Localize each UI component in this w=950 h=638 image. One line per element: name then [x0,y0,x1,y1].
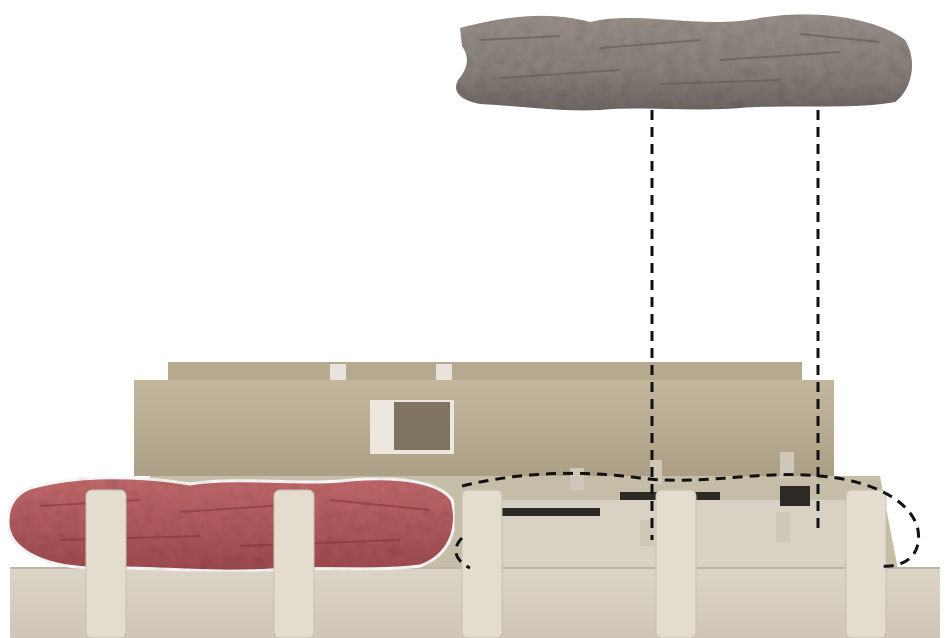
post [462,490,502,638]
post [846,490,886,638]
back-wall-top-lip [168,362,802,382]
bark-fragment-highlighted [8,478,454,571]
bark-fragment-elevated [456,14,912,110]
post [274,490,314,638]
peg [776,512,790,542]
post [656,490,696,638]
peg [570,468,584,490]
back-wall-slot-left [330,364,346,380]
back-wall-window-inner [394,402,450,450]
back-wall-slot-right [436,364,452,380]
post [86,490,126,638]
back-wall [134,380,834,476]
